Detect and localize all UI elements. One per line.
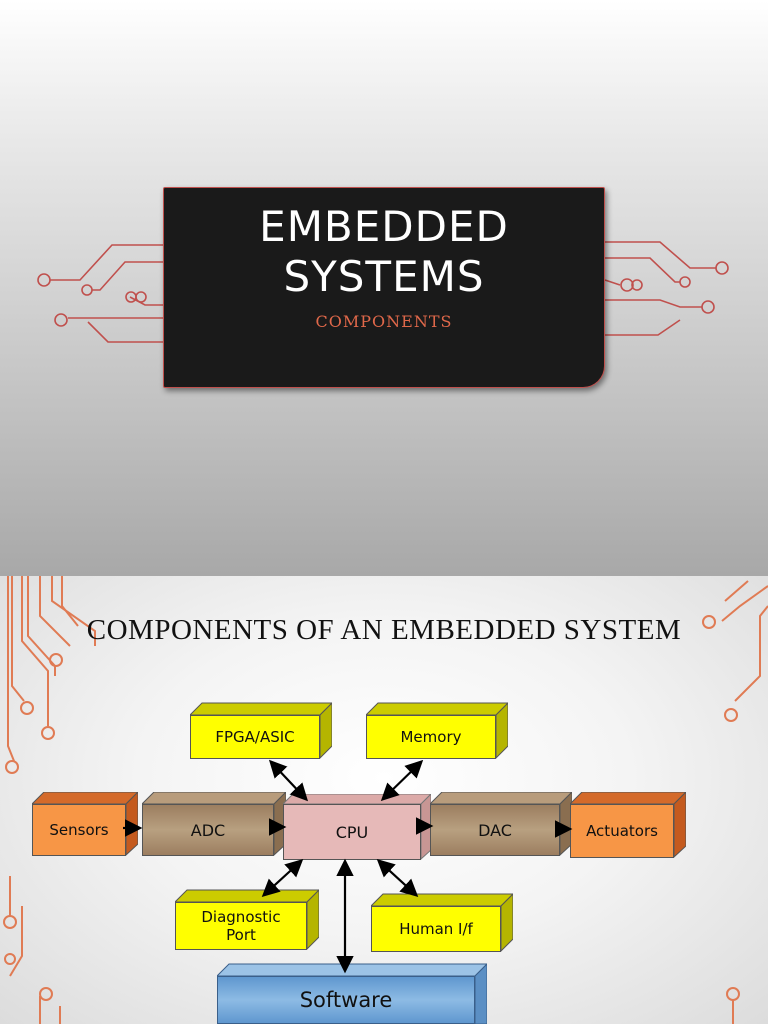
arrow-cpu-diagnostic	[261, 859, 304, 897]
fpga-asic-block: FPGA/ASIC	[190, 701, 332, 759]
arrow-memory-cpu	[380, 759, 424, 802]
circuit-traces-decoration	[37, 241, 729, 343]
diagnostic-line-1: Diagnostic	[201, 908, 281, 926]
connection-arrows	[123, 759, 573, 974]
human-interface-label: Human I/f	[371, 906, 501, 952]
actuators-label: Actuators	[570, 804, 674, 858]
actuators-block: Actuators	[570, 792, 686, 858]
dac-block: DAC	[430, 792, 572, 856]
cpu-label: CPU	[283, 804, 421, 860]
memory-block: Memory	[366, 701, 508, 759]
memory-block-shape	[366, 702, 508, 759]
title-slide: EMBEDDED SYSTEMS COMPONENTS	[0, 0, 768, 576]
memory-label: Memory	[366, 715, 496, 759]
diagnostic-line-2: Port	[226, 926, 256, 944]
components-slide: COMPONENTS OF AN EMBEDDED SYSTEM FPGA/AS…	[0, 576, 768, 1024]
title-card: EMBEDDED SYSTEMS COMPONENTS	[163, 187, 605, 388]
slide-subtitle: COMPONENTS	[315, 312, 453, 331]
human-interface-block: Human I/f	[371, 892, 513, 952]
circuit-traces-decoration	[3, 576, 768, 1024]
arrow-cpu-human	[376, 859, 419, 897]
actuators-block-shape	[570, 792, 686, 858]
arrow-fpga-cpu	[268, 759, 309, 802]
slide-title: EMBEDDED SYSTEMS	[164, 202, 604, 302]
diagnostic-port-block: Diagnostic Port	[175, 888, 319, 950]
title-line-2: SYSTEMS	[283, 252, 485, 301]
title-line-1: EMBEDDED	[259, 202, 509, 251]
diagnostic-port-label: Diagnostic Port	[175, 902, 307, 950]
sensors-block: Sensors	[32, 792, 138, 856]
dac-label: DAC	[430, 804, 560, 856]
dac-block-shape	[430, 792, 572, 856]
slide-title: COMPONENTS OF AN EMBEDDED SYSTEM	[86, 614, 682, 646]
fpga-asic-label: FPGA/ASIC	[190, 715, 320, 759]
